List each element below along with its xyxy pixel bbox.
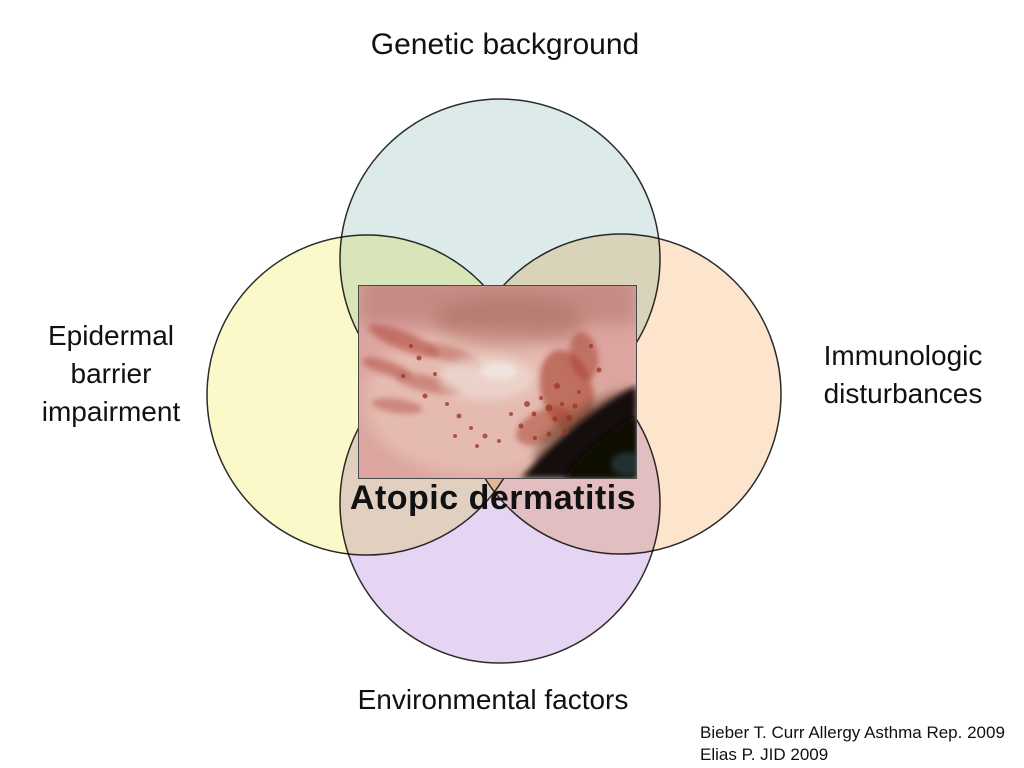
dermatitis-photo [358,285,637,479]
label-genetic-background: Genetic background [370,28,640,61]
label-immunologic-disturbances: Immunologic disturbances [823,340,983,410]
label-environmental-factors: Environmental factors [357,684,629,715]
citation-line-1: Bieber T. Curr Allergy Asthma Rep. 2009 [700,723,1005,742]
citation-line-2: Elias P. JID 2009 [700,744,829,764]
label-epidermal-barrier-impairment: Epidermal barrier impairment [41,320,181,428]
label-atopic-dermatitis: Atopic dermatitis [349,479,637,517]
dermatitis-photo-art [359,286,636,478]
citation: Bieber T. Curr Allergy Asthma Rep. 2009 … [700,722,1020,766]
